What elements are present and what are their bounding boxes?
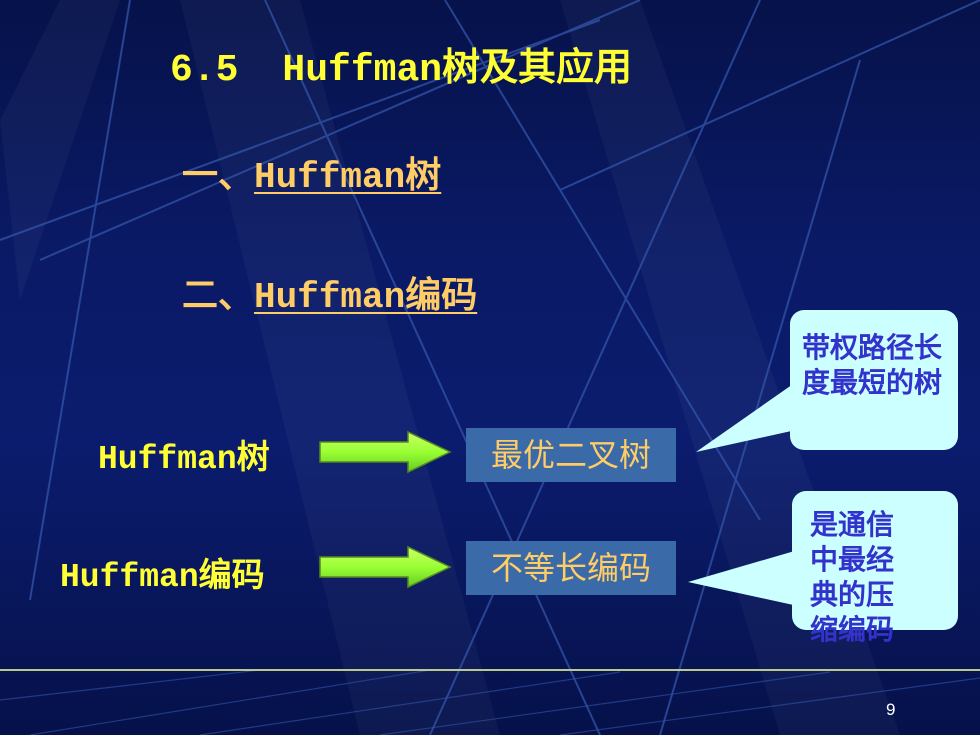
- row-label-huffman-coding: Huffman编码: [60, 559, 265, 596]
- slide-title: 6.5 Huffman树及其应用: [170, 36, 632, 92]
- callout-compression-code: 是通信中最经典的压缩编码: [792, 491, 958, 646]
- callout-text: 是通信中最经典的压缩编码: [810, 508, 895, 646]
- result-box-optimal-binary-tree: 最优二叉树: [466, 428, 676, 482]
- row-label-huffman-tree: Huffman树: [98, 441, 270, 478]
- result-box-variable-length-code: 不等长编码: [466, 541, 676, 595]
- title-number: 6.5: [170, 49, 239, 92]
- section-huffman-coding[interactable]: 二、Huffman编码: [182, 266, 477, 318]
- callout-text: 带权路径长度最短的树: [802, 331, 943, 399]
- right-arrow-icon: [319, 430, 452, 474]
- callout-tail: [696, 382, 796, 452]
- section-prefix: 一、: [182, 157, 255, 198]
- title-text: Huffman树及其应用: [282, 49, 633, 92]
- huffman-coding-link[interactable]: Huffman编码: [254, 277, 478, 318]
- right-arrow-icon: [319, 545, 452, 589]
- callout-weighted-path: 带权路径长度最短的树: [790, 310, 958, 450]
- section-huffman-tree[interactable]: 一、Huffman树: [182, 146, 441, 198]
- section-prefix: 二、: [182, 277, 255, 318]
- page-number: 9: [886, 700, 896, 719]
- callout-tail: [688, 550, 798, 606]
- huffman-tree-link[interactable]: Huffman树: [254, 157, 442, 198]
